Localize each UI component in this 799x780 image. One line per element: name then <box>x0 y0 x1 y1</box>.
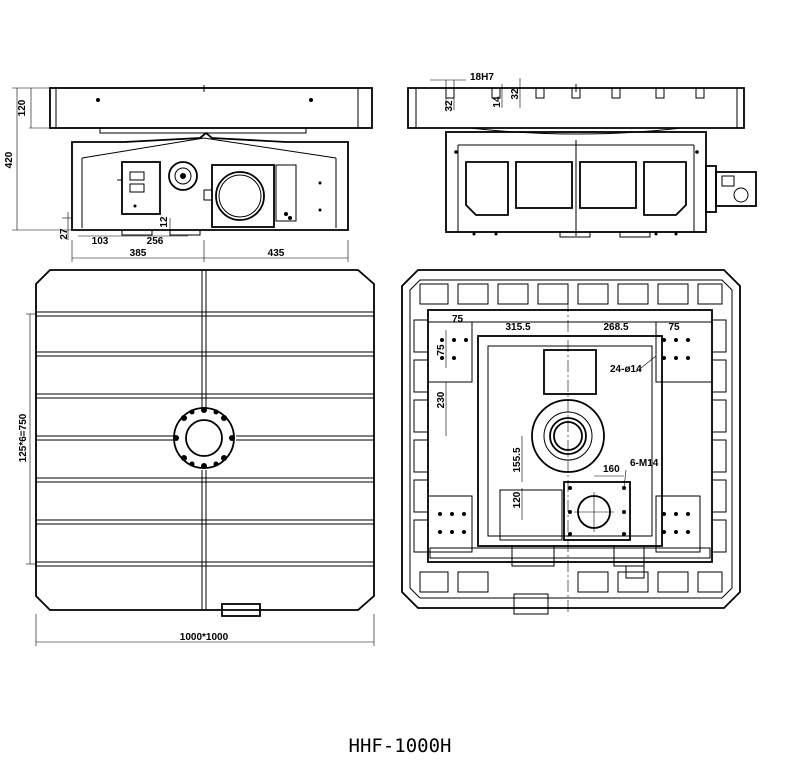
dim-75b: 75 <box>668 322 680 333</box>
front-view: 120 420 27 103 256 12 385 435 <box>4 85 373 262</box>
dim-slot-spacing: 125*6=750 <box>18 413 29 462</box>
dim-32b: 32 <box>510 88 521 100</box>
dim-256: 256 <box>147 236 164 247</box>
dim-table-size: 1000*1000 <box>180 632 229 643</box>
side-view: 18H7 32 14 32 <box>407 72 757 238</box>
table-top-view: 125*6=750 1000*1000 <box>18 269 375 646</box>
dim-160: 160 <box>603 464 620 475</box>
dim-27: 27 <box>59 228 70 240</box>
dim-table-height: 120 <box>17 99 28 116</box>
dim-14: 14 <box>492 96 503 108</box>
front-body <box>71 131 349 231</box>
dim-103: 103 <box>92 236 109 247</box>
dim-12: 12 <box>159 216 170 228</box>
dim-385: 385 <box>130 248 147 259</box>
bottom-outline <box>401 269 741 609</box>
front-table-top <box>49 87 373 129</box>
model-title: HHF-1000H <box>349 735 452 757</box>
dim-230: 230 <box>436 391 447 408</box>
side-table-top <box>407 87 745 129</box>
dim-slot-width: 18H7 <box>470 72 494 83</box>
side-motor <box>715 171 757 207</box>
dim-120: 120 <box>512 491 523 508</box>
dim-435: 435 <box>268 248 285 259</box>
dim-32a: 32 <box>444 100 455 112</box>
table-outline <box>35 269 375 611</box>
drive-block <box>563 481 631 541</box>
inspection-plate <box>543 349 597 395</box>
dim-155: 155.5 <box>512 447 523 472</box>
dim-holes24: 24-ø14 <box>610 364 642 375</box>
front-encoder <box>168 161 198 191</box>
dim-75a: 75 <box>452 314 464 325</box>
dim-268: 268.5 <box>603 322 628 333</box>
dim-holes6: 6-M14 <box>630 458 659 469</box>
dim-75c: 75 <box>436 344 447 356</box>
bottom-view: 75 315.5 268.5 75 75 24-ø14 230 155.5 16… <box>401 269 741 615</box>
dim-total-height: 420 <box>4 151 15 168</box>
dim-315: 315.5 <box>505 322 530 333</box>
front-motor-box <box>121 161 161 215</box>
